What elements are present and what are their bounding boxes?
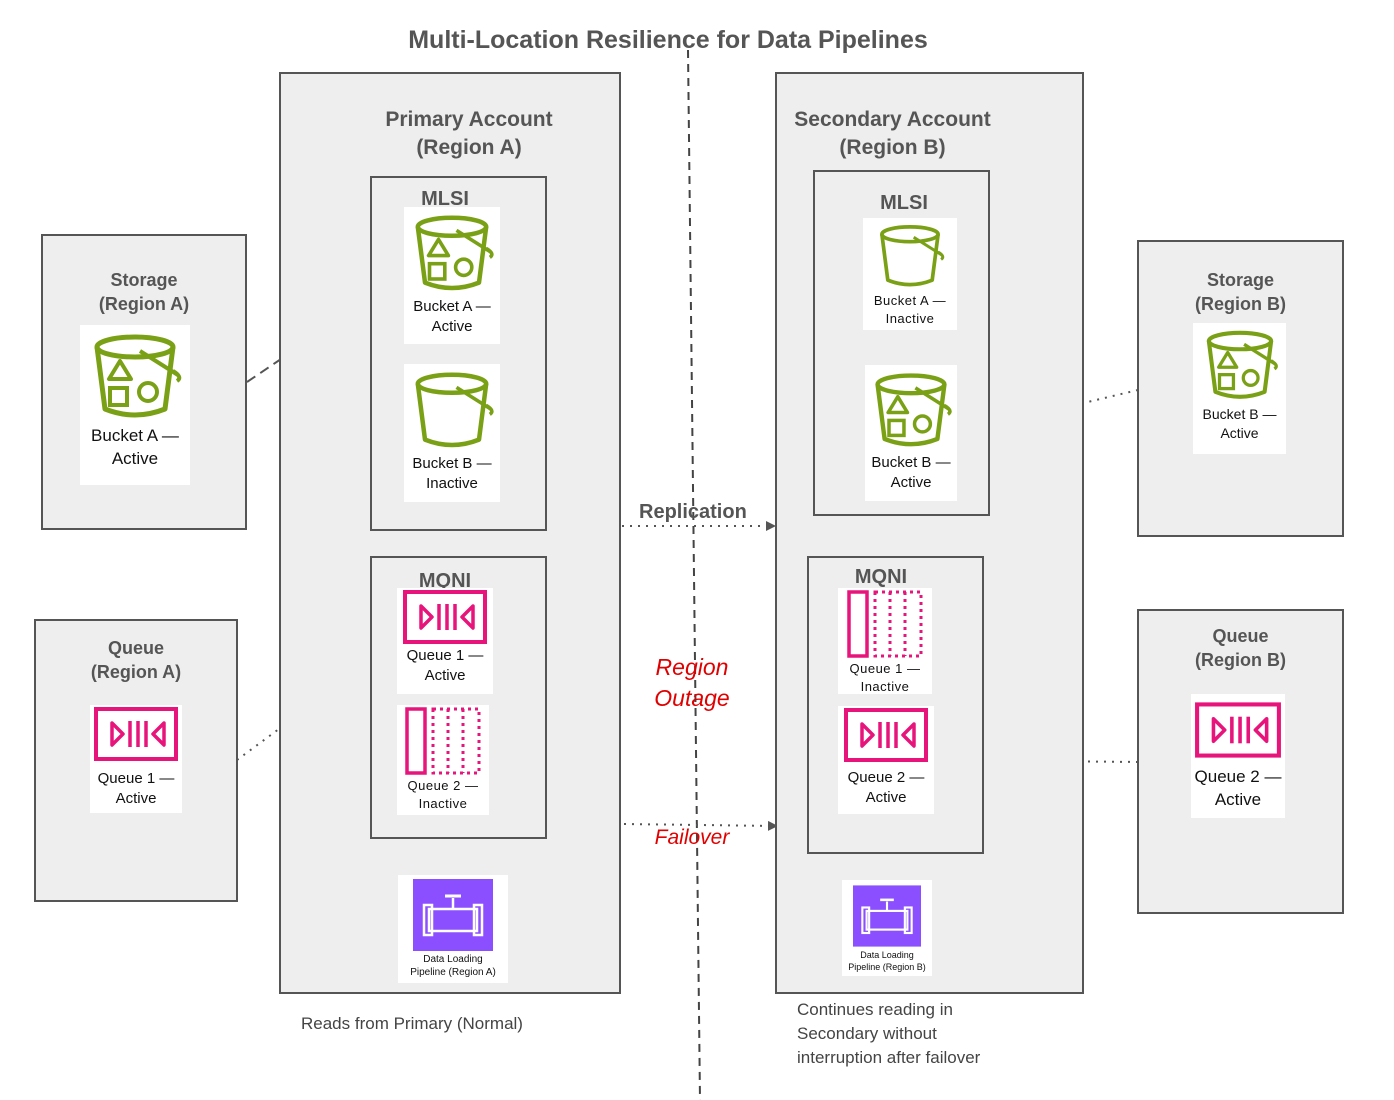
secondary-bucket-b-status: Active [890, 474, 932, 492]
bucket-with-objects-icon [94, 334, 182, 418]
pipeline-icon [413, 879, 493, 951]
primary-bucket-a-name: Bucket A — [413, 298, 491, 315]
secondary-queue-2-card[interactable]: Queue 2 — Active [838, 706, 934, 814]
primary-pipeline-line1: Data Loading [423, 954, 483, 965]
secondary-reading-note: Continues reading in Secondary without i… [797, 1000, 981, 1067]
region-outage-label: Region Outage [654, 654, 730, 711]
queue-inactive-icon [405, 707, 481, 775]
primary-bucket-b-card[interactable]: Bucket B — Inactive [404, 364, 500, 502]
secondary-queue-1-name: Queue 1 — [849, 661, 921, 676]
queue-active-icon [1195, 702, 1281, 758]
primary-bucket-a-status: Active [431, 318, 473, 336]
queue-region-a-title: Queue(Region A) [90, 638, 182, 682]
storage-b-bucket-status: Active [1220, 424, 1259, 441]
queue-a-name: Queue 1 — [97, 770, 175, 787]
bucket-with-objects-icon [875, 373, 952, 447]
secondary-bucket-a-card[interactable]: Bucket A — Inactive [863, 218, 957, 330]
bucket-with-objects-icon [1206, 330, 1278, 399]
secondary-queue-2-name: Queue 2 — [847, 769, 925, 786]
primary-queue-1-status: Active [424, 667, 466, 685]
region-boundary-line [687, 49, 701, 1100]
storage-b-bucket-name: Bucket B — [1202, 406, 1277, 422]
secondary-pipeline-line2: Pipeline (Region B) [848, 962, 926, 972]
storage-a-bucket-name: Bucket A — [91, 426, 179, 445]
queue-inactive-icon [847, 590, 923, 658]
primary-bucket-b-name: Bucket B — [412, 455, 492, 472]
secondary-queue-1-card[interactable]: Queue 1 — Inactive [838, 588, 932, 694]
primary-account-title: Primary Account(Region A) [385, 108, 553, 159]
queue-b-status: Active [1214, 789, 1262, 809]
primary-queue-1-name: Queue 1 — [406, 647, 484, 664]
queue-b-name: Queue 2 — [1194, 767, 1282, 786]
secondary-account-title: Secondary Account(Region B) [794, 108, 991, 159]
diagram-title: Multi-Location Resilience for Data Pipel… [408, 26, 928, 54]
failover-arrow [623, 820, 778, 831]
failover-label: Failover [654, 826, 730, 849]
queue-b-to-secondary-queue-2-arrow [935, 755, 1139, 766]
pipeline-icon [853, 885, 921, 947]
primary-bucket-a-card[interactable]: Bucket A — Active [404, 207, 500, 344]
secondary-bucket-b-name: Bucket B — [871, 454, 951, 471]
secondary-queue-1-status: Inactive [860, 678, 910, 694]
storage-a-bucket-status: Active [111, 448, 159, 468]
queue-a-status: Active [115, 790, 157, 808]
primary-mqni-title: MQNI [418, 570, 472, 592]
primary-mlsi-title: MLSI [421, 188, 469, 210]
primary-bucket-b-status: Inactive [426, 475, 478, 493]
storage-a-bucket-card[interactable]: Bucket A — Active [80, 325, 190, 485]
bucket-with-objects-icon [415, 215, 494, 291]
secondary-bucket-b-card[interactable]: Bucket B — Active [865, 365, 957, 501]
primary-queue-1-card[interactable]: Queue 1 — Active [397, 588, 493, 694]
empty-bucket-icon [880, 225, 945, 287]
queue-active-icon [94, 707, 178, 761]
secondary-pipeline-card[interactable]: Data Loading Pipeline (Region B) [842, 880, 932, 976]
queue-active-icon [844, 708, 928, 762]
secondary-mlsi-title: MLSI [880, 192, 928, 214]
replication-label: Replication [639, 501, 747, 523]
secondary-mqni-title: MQNI [854, 566, 908, 588]
storage-region-a-title: Storage(Region A) [98, 270, 190, 314]
secondary-bucket-a-name: Bucket A — [873, 293, 947, 308]
primary-queue-2-status: Inactive [418, 795, 468, 811]
secondary-pipeline-line1: Data Loading [860, 950, 914, 960]
queue-region-b-title: Queue(Region B) [1195, 626, 1286, 670]
primary-queue-2-card[interactable]: Queue 2 — Inactive [397, 705, 489, 815]
primary-pipeline-line2: Pipeline (Region A) [410, 967, 496, 978]
primary-queue-2-name: Queue 2 — [407, 778, 479, 793]
primary-pipeline-card[interactable]: Data Loading Pipeline (Region A) [398, 875, 508, 983]
storage-b-bucket-card[interactable]: Bucket B — Active [1193, 323, 1286, 454]
storage-region-b-title: Storage(Region B) [1195, 270, 1286, 314]
secondary-queue-2-status: Active [865, 789, 907, 807]
empty-bucket-icon [415, 372, 494, 448]
queue-a-card[interactable]: Queue 1 — Active [90, 705, 182, 813]
queue-a-to-primary-queue-1-arrow [236, 641, 397, 761]
primary-reading-note: Reads from Primary (Normal) [301, 1014, 523, 1033]
queue-active-icon [403, 590, 487, 644]
queue-b-card[interactable]: Queue 2 — Active [1191, 694, 1285, 818]
secondary-bucket-a-status: Inactive [885, 310, 935, 326]
